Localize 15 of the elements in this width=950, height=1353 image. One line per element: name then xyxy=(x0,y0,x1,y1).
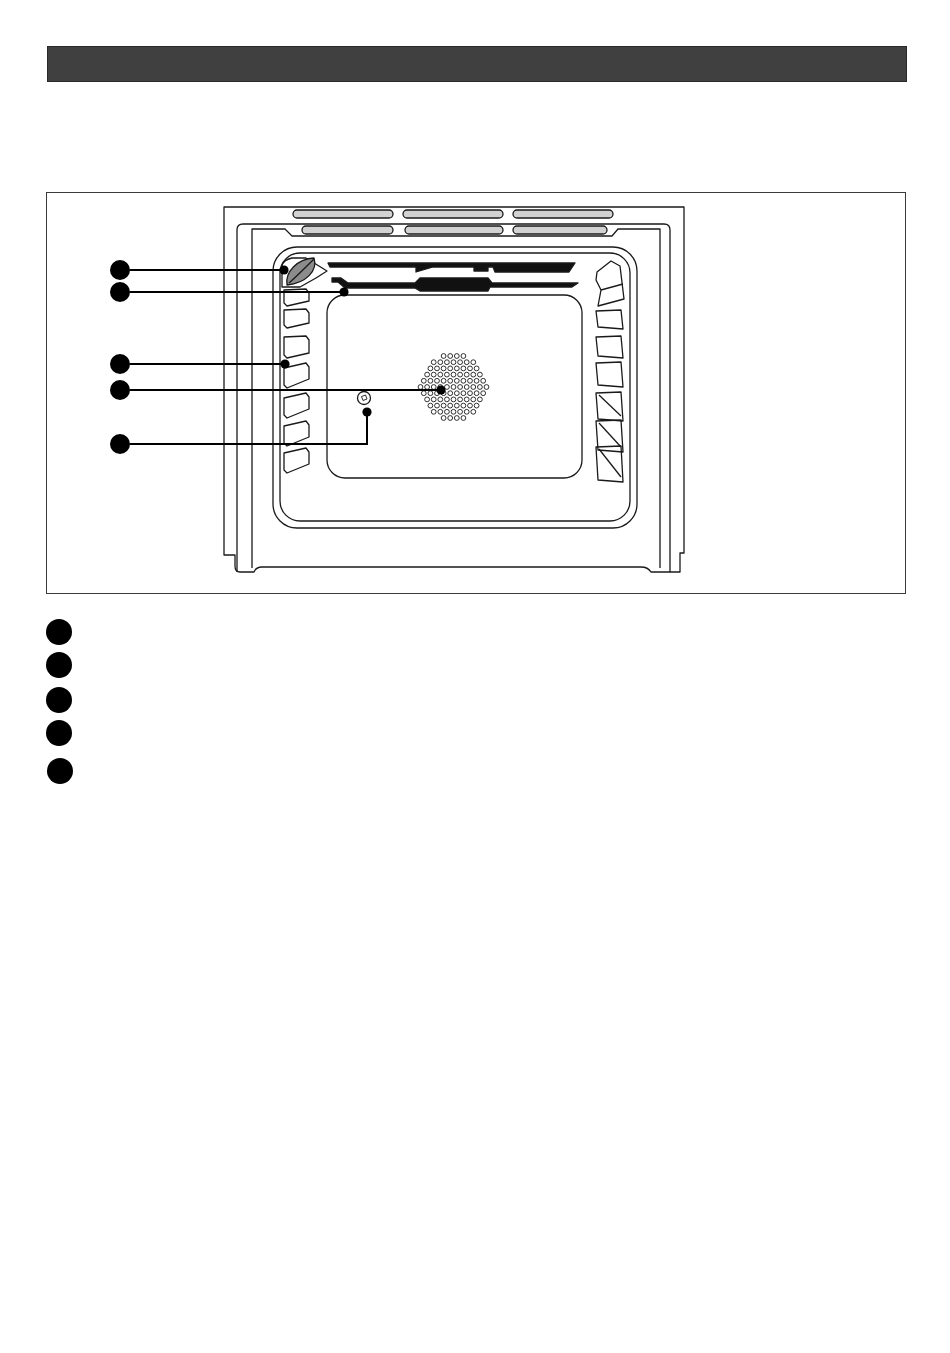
list-marker xyxy=(46,619,72,645)
leader-line xyxy=(129,287,349,297)
leader-line xyxy=(129,265,289,275)
callout-circle xyxy=(110,380,130,400)
list-marker xyxy=(46,687,72,713)
leader-line xyxy=(129,407,372,445)
leader-line xyxy=(129,359,290,369)
leader-line xyxy=(129,385,446,395)
list-marker xyxy=(46,720,72,746)
callout-circle xyxy=(110,434,130,454)
list-marker xyxy=(46,652,72,678)
list-marker xyxy=(47,758,73,784)
callout-circle xyxy=(110,282,130,302)
callout-circle xyxy=(110,354,130,374)
callout-circle xyxy=(110,260,130,280)
